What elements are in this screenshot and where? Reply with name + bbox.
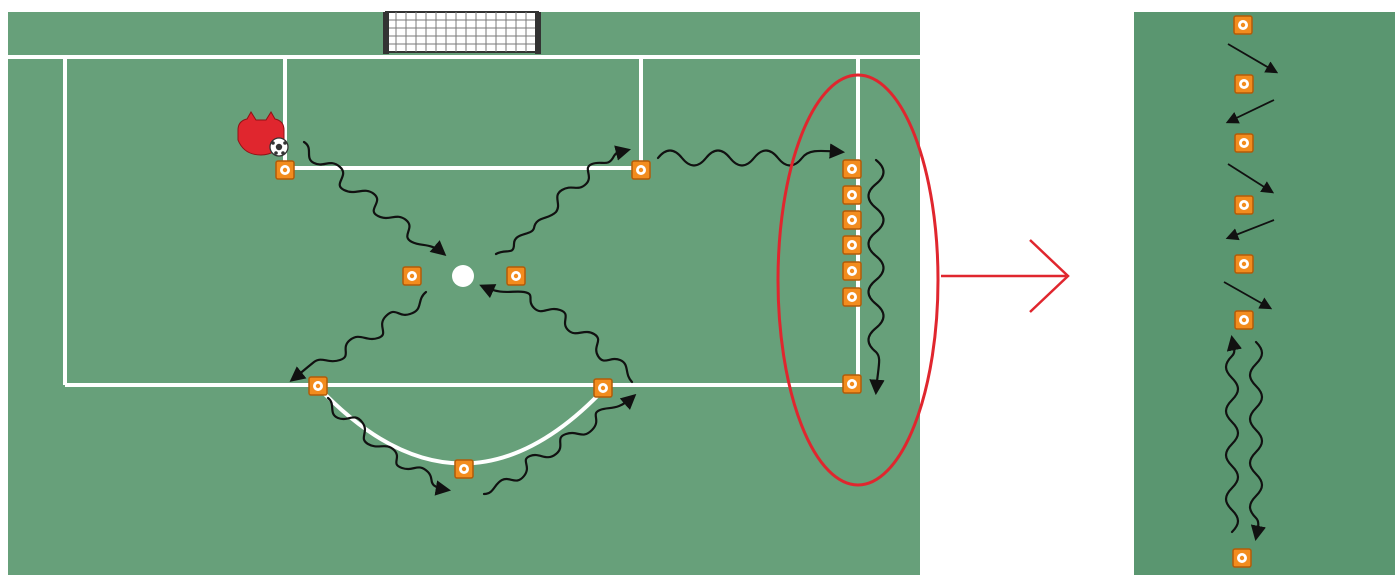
chevron-right-arrow-icon bbox=[941, 240, 1068, 312]
cone-marker-icon bbox=[1233, 549, 1251, 567]
cone-marker-icon bbox=[843, 160, 861, 178]
cone-marker-icon bbox=[1235, 311, 1253, 329]
cone-marker-icon bbox=[403, 267, 421, 285]
cone-marker-icon bbox=[1234, 16, 1252, 34]
penalty-spot bbox=[452, 265, 474, 287]
cone-marker-icon bbox=[1235, 134, 1253, 152]
cone-marker-icon bbox=[1235, 255, 1253, 273]
cone-marker-icon bbox=[309, 377, 327, 395]
cone-marker-icon bbox=[1235, 75, 1253, 93]
cone-marker-icon bbox=[843, 211, 861, 229]
cone-marker-icon bbox=[843, 375, 861, 393]
goal-net-icon bbox=[383, 12, 541, 54]
cone-marker-icon bbox=[843, 236, 861, 254]
cone-marker-icon bbox=[843, 262, 861, 280]
cone-marker-icon bbox=[843, 288, 861, 306]
cone-marker-icon bbox=[276, 161, 294, 179]
cone-marker-icon bbox=[594, 379, 612, 397]
zoomed-cone-lane bbox=[1134, 12, 1395, 575]
cone-marker-icon bbox=[843, 186, 861, 204]
cone-marker-icon bbox=[507, 267, 525, 285]
main-pitch bbox=[8, 12, 938, 575]
soccer-ball-icon bbox=[270, 138, 288, 156]
cone-marker-icon bbox=[632, 161, 650, 179]
cone-marker-icon bbox=[455, 460, 473, 478]
cone-marker-icon bbox=[1235, 196, 1253, 214]
